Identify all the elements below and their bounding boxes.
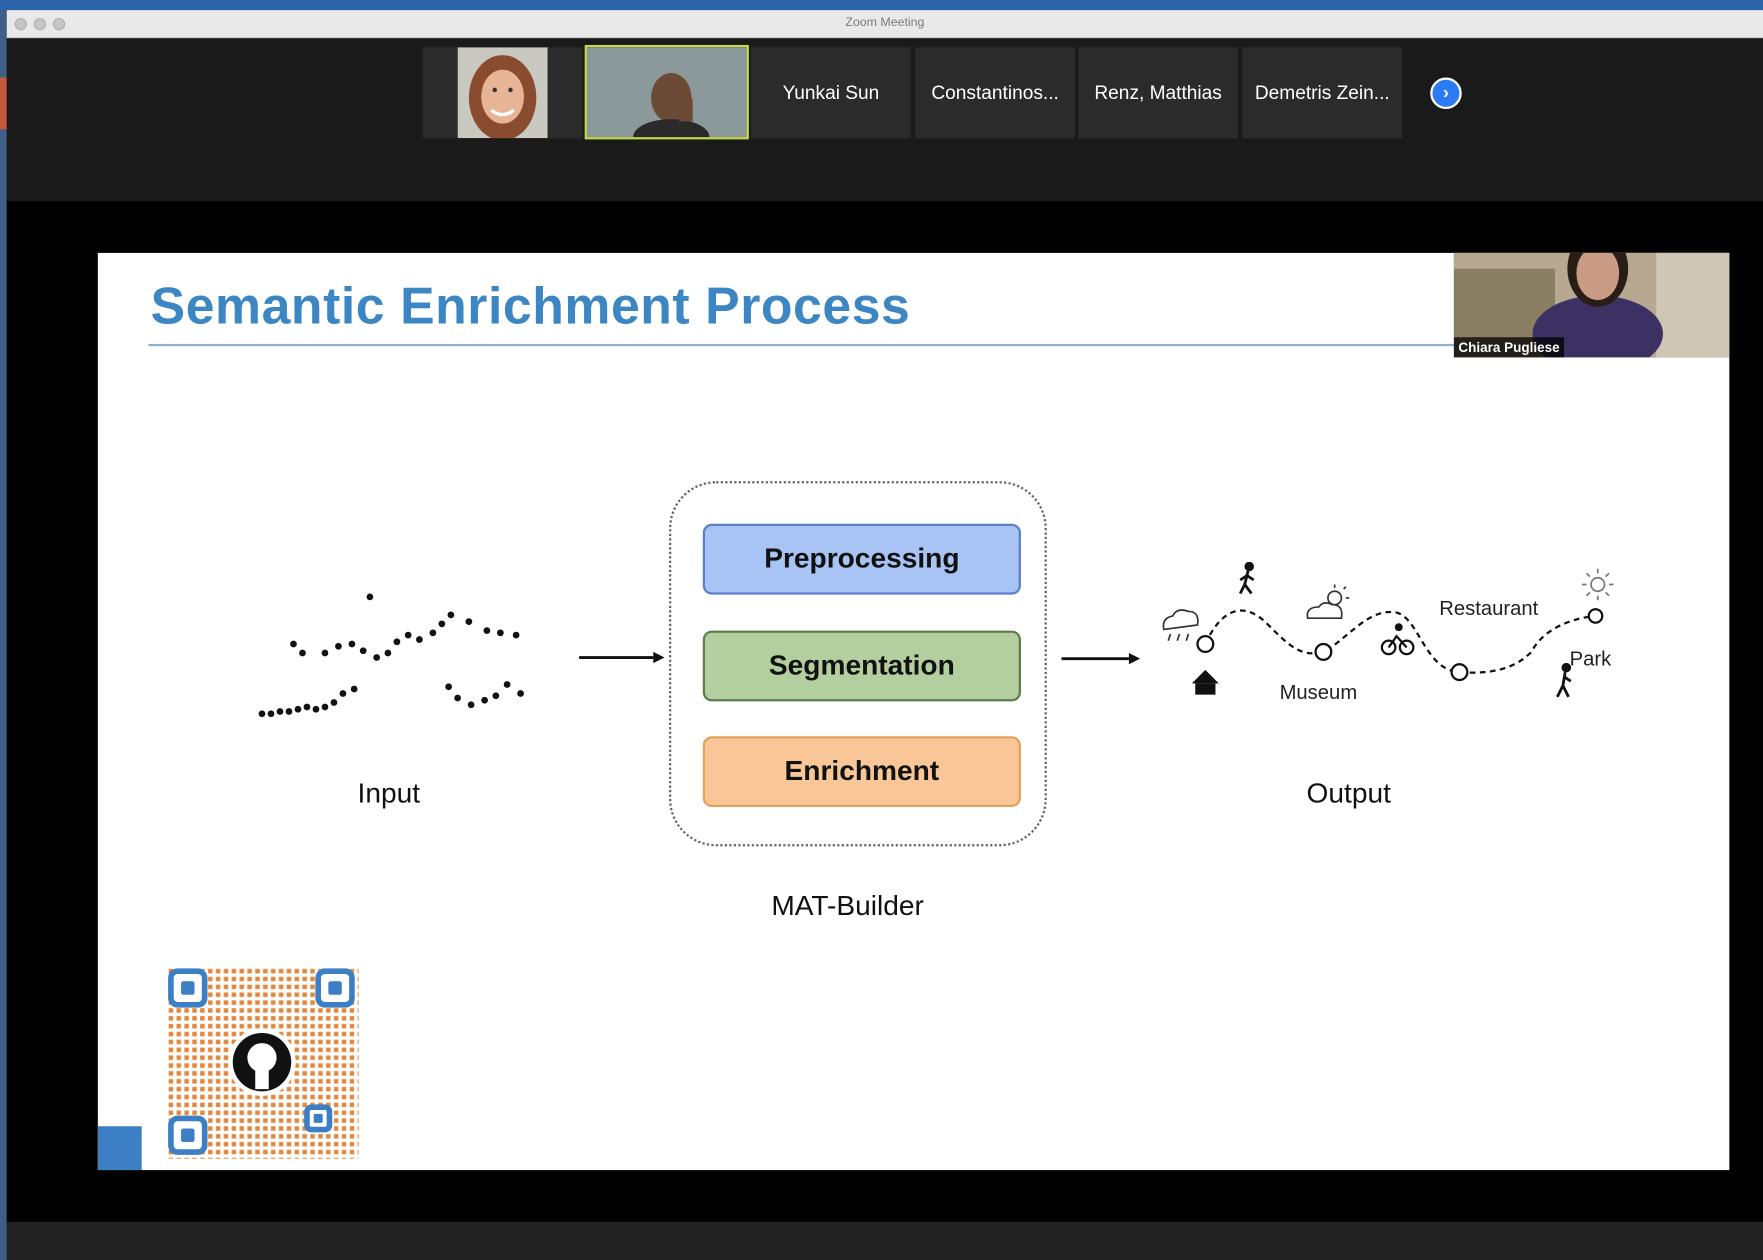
arrow-right-icon [579, 651, 665, 664]
mac-menu-bar [0, 0, 1763, 11]
sun-cloud-icon [1306, 584, 1350, 620]
window-titlebar: Zoom Meeting [6, 10, 1763, 39]
participant-tile-name[interactable]: Yunkai Sun [751, 47, 911, 139]
slide-title: Semantic Enrichment Process [150, 276, 911, 335]
background-window-edge [0, 10, 7, 1260]
output-semantic-trajectory [1162, 562, 1614, 698]
chevron-right-icon: › [1442, 83, 1449, 103]
gallery-next-button[interactable]: › [1430, 77, 1462, 110]
rain-cloud-icon [1162, 609, 1199, 641]
speaker-name-label: Chiara Pugliese [1453, 337, 1565, 358]
participant-gallery: Yunkai Sun Constantinos... Renz, Matthia… [6, 38, 1763, 202]
arrow-right-icon [1061, 653, 1141, 665]
shared-screen: Semantic Enrichment Process Input [6, 201, 1763, 1222]
zoom-window-button[interactable] [52, 17, 66, 31]
sun-icon [1582, 568, 1614, 601]
enrichment-step: Enrichment [702, 736, 1021, 808]
input-label: Input [357, 777, 421, 810]
participant-video-man [586, 47, 747, 138]
input-gps-points [258, 593, 524, 718]
house-icon [1191, 669, 1219, 695]
title-underline [148, 343, 1476, 347]
speaker-video[interactable]: Chiara Pugliese [1453, 252, 1730, 358]
participant-tile-name[interactable]: Constantinos... [915, 47, 1075, 139]
minimize-window-button[interactable] [33, 17, 47, 31]
museum-label: Museum [1279, 681, 1358, 704]
preprocessing-step: Preprocessing [702, 523, 1021, 595]
participant-tile-video-2-active-speaker[interactable] [584, 44, 749, 140]
restaurant-label: Restaurant [1439, 596, 1539, 620]
walking-person-icon [1238, 562, 1255, 595]
walking-person-icon [1556, 662, 1572, 698]
cyclist-icon [1380, 623, 1415, 656]
participant-video-woman [457, 47, 548, 139]
github-qr-code [167, 967, 359, 1159]
window-title: Zoom Meeting [845, 15, 925, 30]
participant-tile-name[interactable]: Renz, Matthias [1078, 47, 1238, 139]
mat-builder-container [669, 481, 1047, 847]
presentation-slide: Semantic Enrichment Process Input [97, 252, 1730, 1171]
segmentation-step: Segmentation [702, 630, 1021, 702]
mat-builder-label: MAT-Builder [771, 890, 924, 922]
output-label: Output [1306, 777, 1391, 810]
participant-tile-name[interactable]: Demetris Zein... [1242, 47, 1403, 139]
participant-tile-video-1[interactable] [422, 47, 583, 139]
close-window-button[interactable] [14, 17, 27, 31]
meeting-controls-bar [6, 1221, 1763, 1260]
github-logo-icon [232, 1032, 292, 1092]
park-label: Park [1569, 647, 1612, 670]
speaker-video-feed [1453, 252, 1730, 358]
slide-corner-accent [97, 1126, 142, 1171]
